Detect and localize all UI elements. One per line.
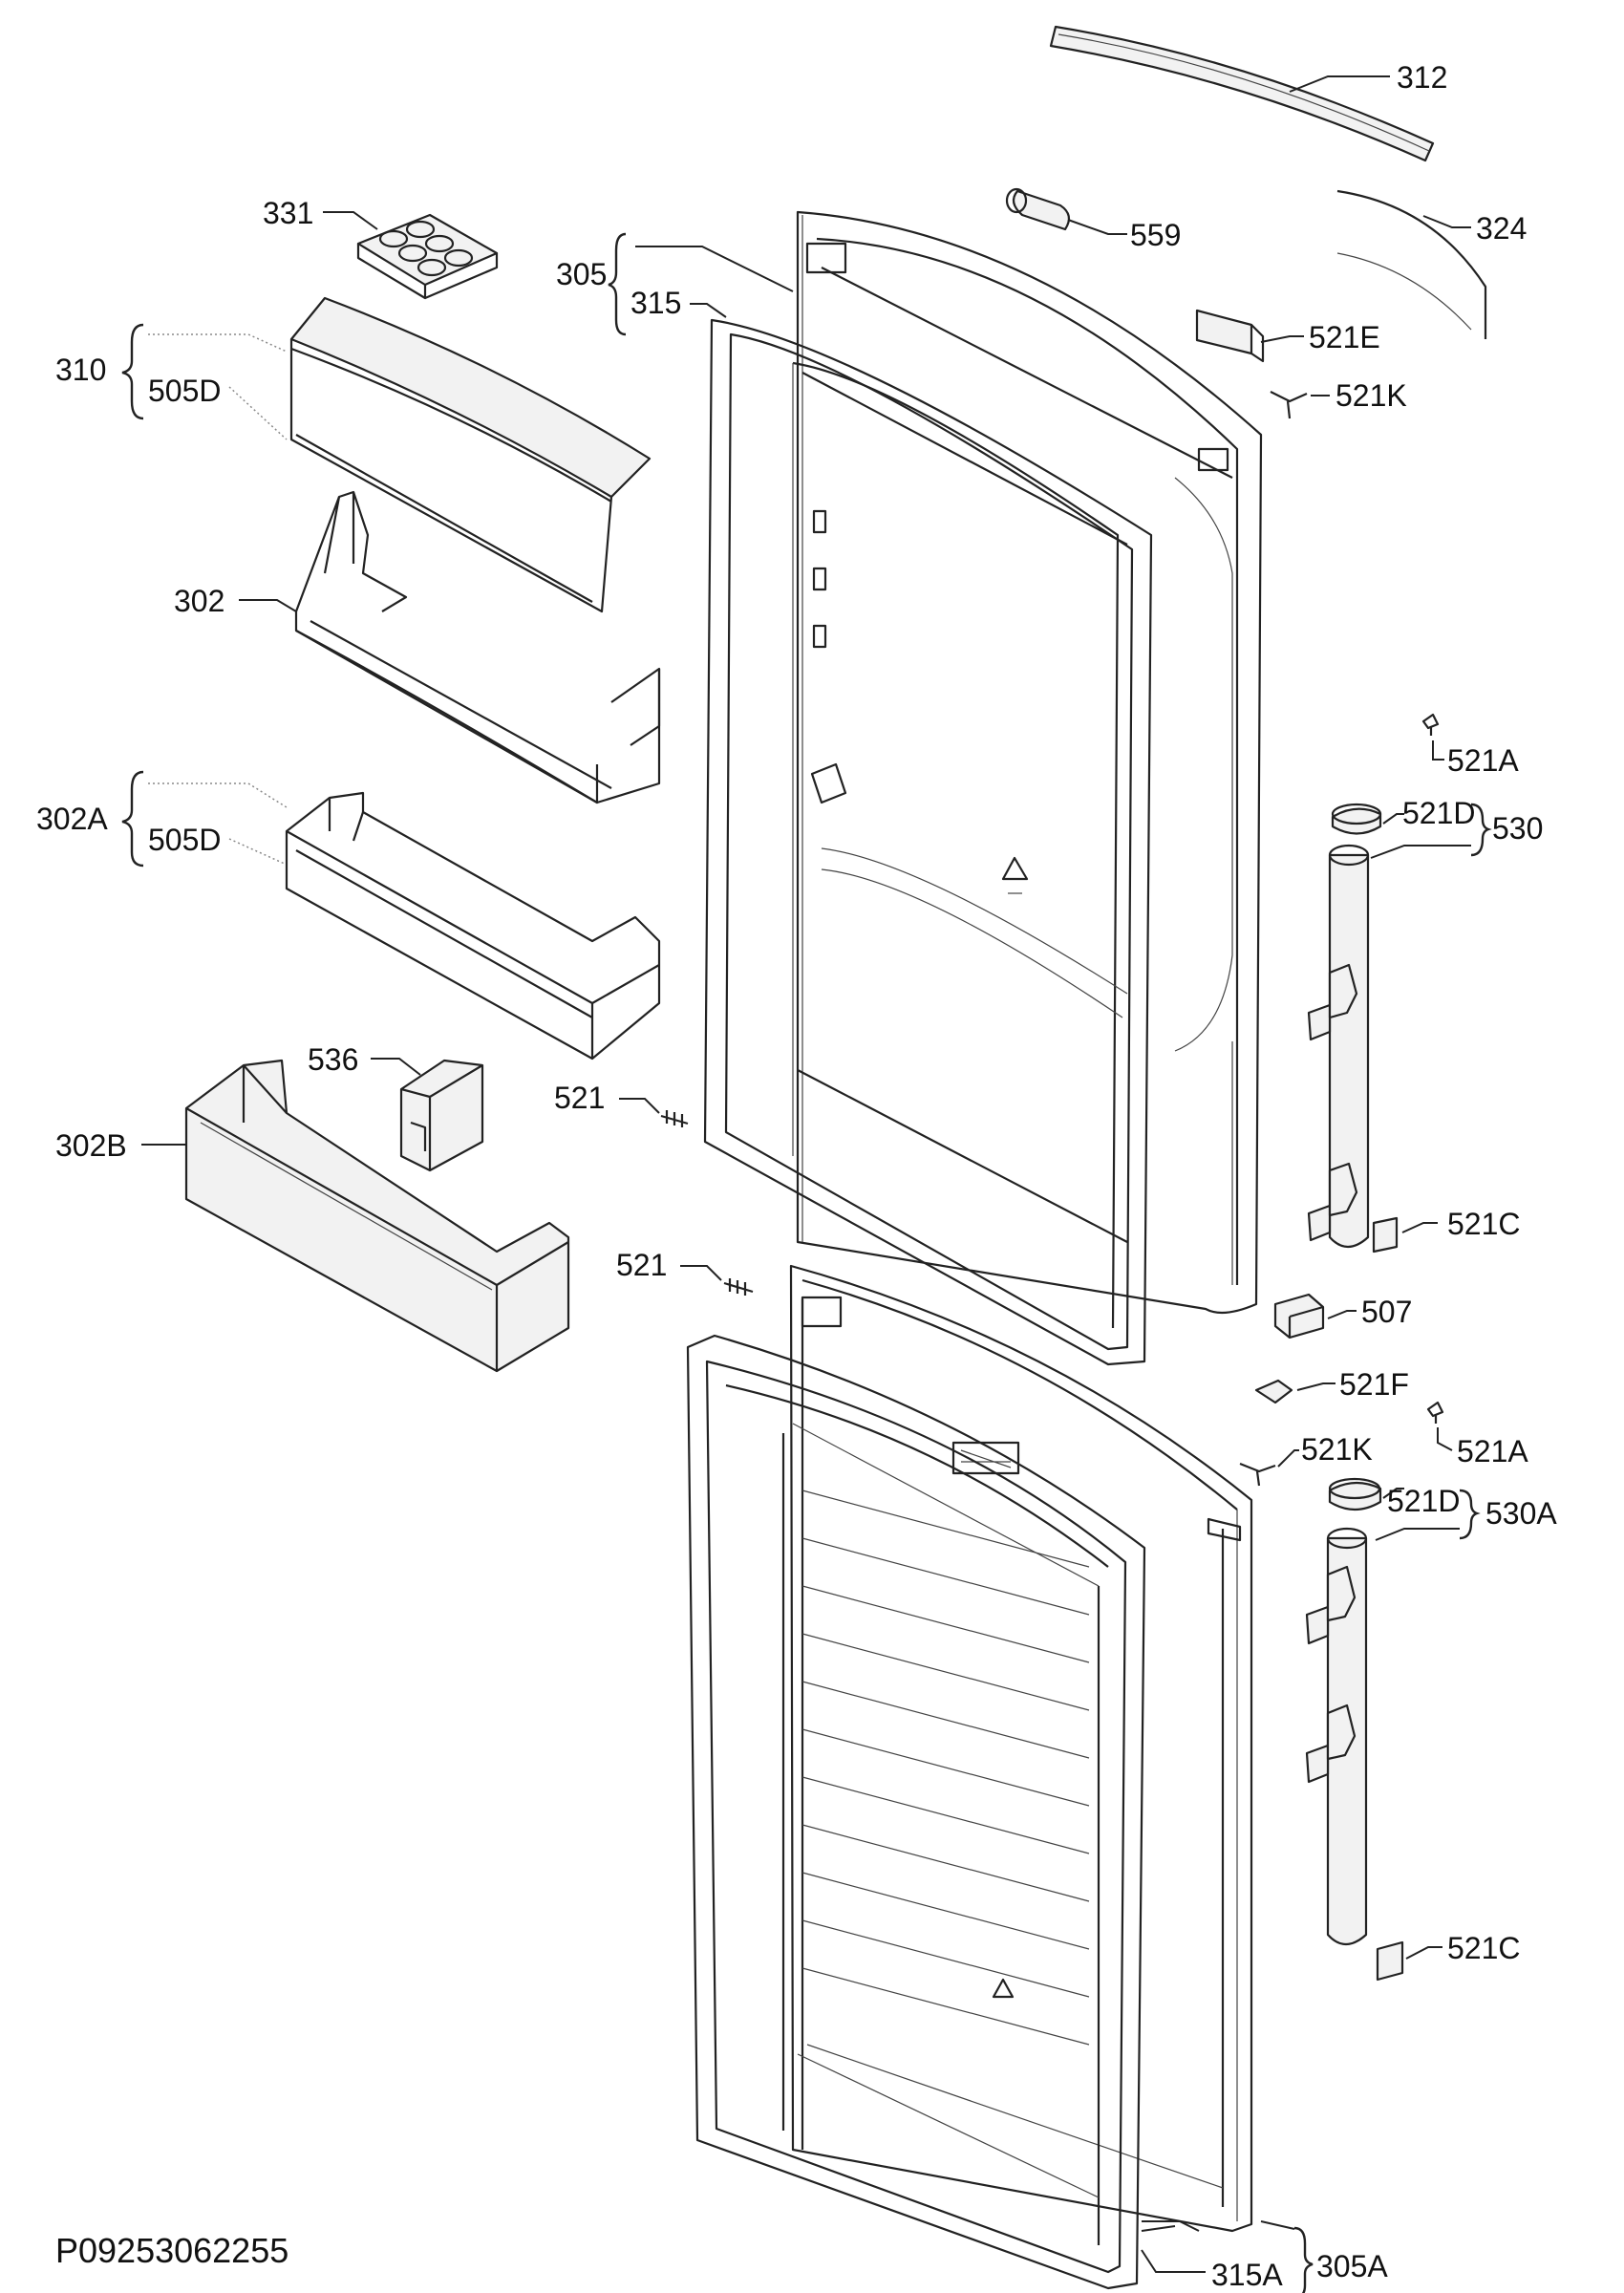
leader-559 xyxy=(1067,219,1127,235)
label-324: 324 xyxy=(1476,211,1527,246)
label-505d-upper: 505D xyxy=(148,374,222,408)
part-521k-upper[interactable] xyxy=(1270,391,1308,419)
label-521k-lower: 521K xyxy=(1301,1432,1373,1467)
label-530a: 530A xyxy=(1485,1496,1557,1531)
part-305a-lower-door[interactable] xyxy=(789,1264,1253,2233)
leader-302 xyxy=(239,599,297,612)
part-521-screw-lower[interactable] xyxy=(723,1278,754,1296)
label-302b: 302B xyxy=(55,1128,127,1163)
leader-521f xyxy=(1296,1382,1336,1391)
label-536: 536 xyxy=(308,1042,358,1077)
label-302a: 302A xyxy=(36,802,108,836)
leader-310 xyxy=(148,333,288,353)
label-521f: 521F xyxy=(1339,1367,1409,1402)
part-559-cylinder[interactable] xyxy=(1005,187,1071,231)
brace-530a xyxy=(1459,1489,1481,1540)
leader-305a xyxy=(1142,2221,1199,2293)
leader-521d-upper xyxy=(1382,813,1404,825)
label-302: 302 xyxy=(174,584,224,618)
leader-521-lower xyxy=(680,1265,722,1281)
part-302a-door-shelf[interactable] xyxy=(285,791,661,1061)
label-521k-upper: 521K xyxy=(1336,378,1407,413)
brace-530 xyxy=(1470,803,1492,857)
part-521c-lower[interactable] xyxy=(1376,1940,1404,1982)
leader-505d-upper xyxy=(228,386,288,440)
brace-305 xyxy=(608,232,627,336)
leader-536 xyxy=(371,1058,421,1076)
leader-305a-b xyxy=(1141,2225,1176,2232)
part-315-upper-gasket[interactable] xyxy=(703,318,1153,1366)
leader-505d-middle xyxy=(228,838,288,866)
part-521c-upper[interactable] xyxy=(1372,1216,1399,1254)
leader-521c-upper xyxy=(1401,1222,1438,1233)
label-521c-lower: 521C xyxy=(1447,1931,1521,1965)
brace-310 xyxy=(121,323,144,420)
label-315a: 315A xyxy=(1211,2258,1283,2292)
diagram-code: P09253062255 xyxy=(55,2231,288,2270)
part-521a-upper[interactable] xyxy=(1421,713,1440,736)
part-305-upper-door[interactable] xyxy=(796,210,1263,1315)
leader-521d-lower xyxy=(1382,1488,1404,1499)
part-507[interactable] xyxy=(1273,1293,1325,1339)
part-302-door-shelf[interactable] xyxy=(294,490,661,804)
part-530a-lower-handle[interactable] xyxy=(1305,1527,1368,1946)
leader-521c-lower xyxy=(1405,1946,1442,1960)
label-521a-upper: 521A xyxy=(1447,743,1519,778)
label-530: 530 xyxy=(1492,811,1543,846)
label-315: 315 xyxy=(630,286,681,320)
part-521e[interactable] xyxy=(1195,309,1265,363)
part-302b-door-shelf[interactable] xyxy=(184,1059,570,1373)
label-305: 305 xyxy=(556,257,607,291)
leader-521a-lower xyxy=(1437,1427,1453,1451)
leader-331 xyxy=(323,211,378,230)
label-559: 559 xyxy=(1130,218,1181,252)
label-505d-middle: 505D xyxy=(148,823,222,857)
part-312-top-trim[interactable] xyxy=(1049,25,1435,162)
label-521e: 521E xyxy=(1309,320,1380,354)
part-521a-lower[interactable] xyxy=(1426,1401,1444,1424)
label-331: 331 xyxy=(263,196,313,230)
label-521d-lower: 521D xyxy=(1387,1484,1461,1518)
leader-521k-lower xyxy=(1277,1449,1299,1468)
leader-521e xyxy=(1260,335,1304,343)
leader-521a-upper xyxy=(1432,740,1444,761)
label-521d-upper: 521D xyxy=(1402,796,1476,830)
leader-315 xyxy=(690,303,727,318)
part-331-egg-tray[interactable] xyxy=(356,213,499,300)
part-521d-upper[interactable] xyxy=(1331,803,1382,835)
brace-305a xyxy=(1293,2226,1314,2293)
part-521k-lower[interactable] xyxy=(1239,1462,1276,1487)
label-305a: 305A xyxy=(1316,2249,1388,2283)
brace-302a xyxy=(121,770,144,868)
label-521-lower: 521 xyxy=(616,1248,667,1282)
part-536[interactable] xyxy=(399,1059,484,1172)
part-521d-lower[interactable] xyxy=(1328,1477,1382,1511)
leader-507 xyxy=(1327,1310,1357,1319)
part-315a-lower-gasket[interactable] xyxy=(686,1334,1146,2290)
label-521-upper: 521 xyxy=(554,1081,605,1115)
label-310: 310 xyxy=(55,353,106,387)
part-521-screw-upper[interactable] xyxy=(660,1110,689,1127)
label-521a-lower: 521A xyxy=(1457,1434,1528,1468)
leader-530a xyxy=(1375,1528,1460,1541)
leader-530 xyxy=(1370,845,1471,859)
leader-521-upper xyxy=(619,1098,660,1114)
part-324-strip[interactable] xyxy=(1336,189,1487,339)
label-521c-upper: 521C xyxy=(1447,1207,1521,1241)
leader-305a-c xyxy=(1260,2220,1295,2230)
part-310-shelf-cover[interactable] xyxy=(289,296,652,613)
label-507: 507 xyxy=(1361,1295,1412,1329)
label-312: 312 xyxy=(1397,60,1447,95)
leader-302a xyxy=(148,782,288,808)
leader-305 xyxy=(635,246,794,292)
part-521f[interactable] xyxy=(1254,1379,1293,1404)
leader-324 xyxy=(1422,215,1471,228)
leader-312 xyxy=(1289,75,1390,93)
leader-315a xyxy=(1141,2249,1206,2273)
part-530-upper-handle[interactable] xyxy=(1307,844,1370,1249)
